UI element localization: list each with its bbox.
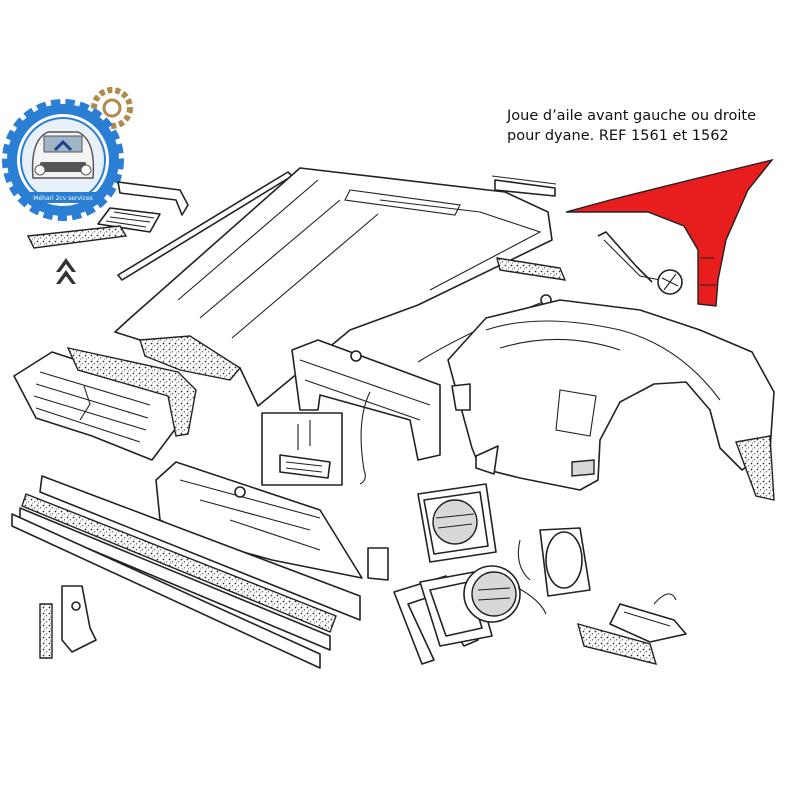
gear-car-logo: Méhari 2cv services [2, 87, 133, 221]
front-wing-cheek-highlight [565, 158, 774, 307]
vent-trim-parts [26, 181, 189, 249]
bonnet [114, 167, 553, 407]
bumper-assembly [11, 475, 361, 669]
bumper-brackets [39, 547, 389, 659]
caption-line-2: pour dyane. REF 1561 et 1562 [507, 128, 729, 144]
indicator-lamps [577, 593, 687, 665]
wiring-plug [597, 231, 683, 295]
headlamp-bowl [517, 527, 591, 615]
latch-detail-inset [261, 412, 343, 486]
headlamp-left [417, 483, 497, 563]
wing-cheek-seal [735, 435, 775, 501]
radiator-grille [13, 347, 197, 461]
citroen-chevron-icon [56, 258, 76, 284]
caption-line-1: Joue d’aile avant gauche ou droite [507, 108, 756, 124]
headlamp-right [463, 565, 521, 623]
front-support-frame [291, 339, 441, 485]
front-wing [447, 299, 775, 491]
seal-strip-right [496, 257, 567, 281]
part-caption: Joue d’aile avant gauche ou droite pour … [507, 106, 792, 146]
logo-text: Méhari 2cv services [33, 195, 93, 202]
hinge-bracket [494, 179, 556, 197]
